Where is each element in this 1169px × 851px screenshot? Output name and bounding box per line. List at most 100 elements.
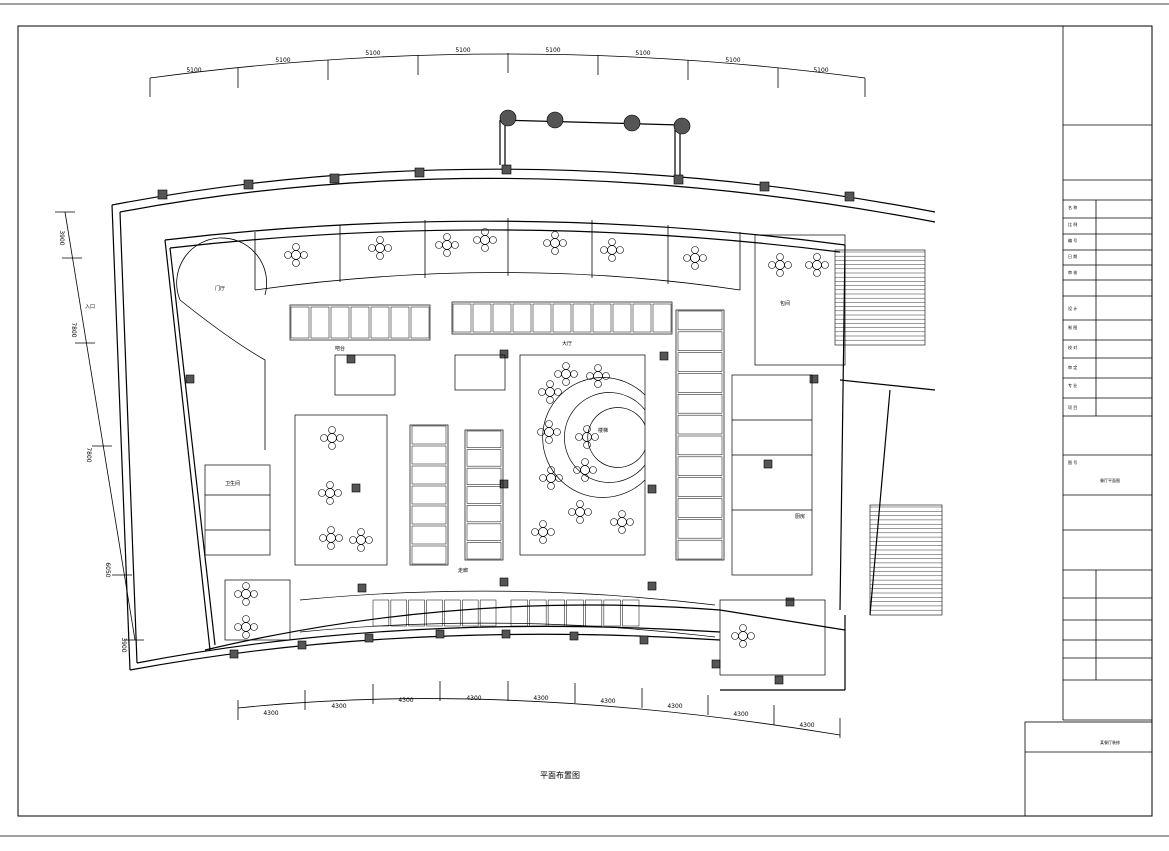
booth-seat [603, 599, 621, 627]
service-rooms [204, 234, 846, 676]
table-group [768, 253, 792, 277]
booth-seat [612, 303, 632, 333]
dimension-label: 4300 [733, 711, 748, 718]
label-kitchen: 厨房 [795, 513, 805, 520]
booth-seat [510, 599, 528, 627]
booth-seat [512, 303, 532, 333]
table-group [320, 426, 344, 450]
table-group [600, 238, 624, 262]
table-group [539, 466, 563, 490]
dimension-label: 4300 [667, 703, 682, 710]
stair-treads [835, 251, 942, 611]
title-block-row-label: 专 业 [1068, 383, 1078, 388]
title-block-project-name: 某餐厅装修 [1100, 740, 1120, 745]
title-block-row-label: 审 核 [1068, 270, 1078, 275]
booth-seat [466, 430, 502, 448]
booth-seat [677, 498, 723, 518]
booth-seat [466, 523, 502, 541]
title-block-row-label: 编 号 [1068, 238, 1078, 243]
booth-seat [677, 373, 723, 393]
booth-seat [677, 352, 723, 372]
exterior-stairs [834, 249, 943, 616]
booth-seat [426, 599, 443, 627]
dimension-label: 5100 [455, 47, 470, 54]
booth-seat [677, 310, 723, 331]
table-group [586, 364, 610, 388]
booth-rows [289, 301, 725, 638]
label-corridor: 走廊 [458, 567, 468, 574]
table-group [575, 425, 599, 449]
dimension-label: 3900 [120, 637, 127, 652]
dimension-label: 6050 [104, 562, 111, 577]
booth-seat [492, 303, 512, 333]
table-group [234, 615, 258, 639]
booth-seat [652, 303, 672, 333]
booth-seat [411, 445, 447, 465]
booth-seat [411, 545, 447, 565]
label-entrance: 门厅 [215, 285, 225, 292]
dimension-label: 5100 [186, 67, 201, 74]
booth-seat [330, 306, 350, 339]
booth-seat [677, 539, 723, 560]
booth-seat [408, 599, 425, 627]
bottom-dimension-line [237, 681, 841, 738]
booth-seat [411, 465, 447, 485]
label-restroom: 卫生间 [225, 480, 240, 487]
booth-seat [372, 599, 390, 627]
booth-seat [411, 525, 447, 545]
table-group [683, 246, 707, 270]
booth-seat [410, 306, 430, 339]
table-group [554, 362, 578, 386]
dimension-label: 4300 [600, 698, 615, 705]
building-outline [111, 119, 936, 691]
booth-seat [466, 449, 502, 467]
booth-seat [572, 303, 592, 333]
drawing-title: 平面布置图 [540, 771, 580, 780]
booth-seat [472, 303, 492, 333]
left-dimension-line [55, 211, 144, 641]
dimension-label: 5100 [635, 50, 650, 57]
spiral-stair [542, 377, 646, 498]
dimension-label: 4300 [398, 697, 413, 704]
booth-seat [547, 599, 565, 627]
table-group [234, 582, 258, 606]
booth-seat [411, 505, 447, 525]
dimension-label: 4300 [466, 695, 481, 702]
dimension-label: 3900 [58, 230, 65, 245]
title-block-row-label: 比 例 [1068, 222, 1078, 227]
dimension-label: 4300 [331, 703, 346, 710]
table-group [538, 380, 562, 404]
booth-seat [466, 505, 502, 523]
booth-seat [677, 435, 723, 456]
booth-seat [532, 303, 552, 333]
booth-seat [350, 306, 370, 339]
table-groups [234, 228, 829, 648]
top-dimension-line [149, 53, 866, 97]
booth-seat [622, 599, 640, 627]
table-group [568, 500, 592, 524]
sheet-border [17, 25, 1153, 817]
booth-seat [592, 303, 612, 333]
booth-seat [677, 331, 723, 351]
table-group [543, 231, 567, 255]
title-block-row-label: 名 称 [1068, 205, 1078, 210]
booth-seat [632, 303, 652, 333]
booth-seat [529, 599, 547, 627]
booth-seat [677, 414, 723, 435]
booth-seat [466, 486, 502, 504]
title-block-row-label: 日 期 [1068, 254, 1078, 259]
booth-seat [466, 542, 502, 560]
booth-seat [390, 306, 410, 339]
table-group [537, 420, 561, 444]
structural-columns [157, 109, 855, 685]
dimension-label: 4300 [533, 695, 548, 702]
booth-seat [677, 519, 723, 539]
booth-seat [310, 306, 330, 339]
table-group [368, 236, 392, 260]
title-block-row-label: 校 对 [1068, 345, 1078, 350]
booth-seat [390, 599, 407, 627]
booth-seat [585, 599, 603, 627]
booth-seat [452, 303, 472, 333]
booth-seat [466, 467, 502, 485]
